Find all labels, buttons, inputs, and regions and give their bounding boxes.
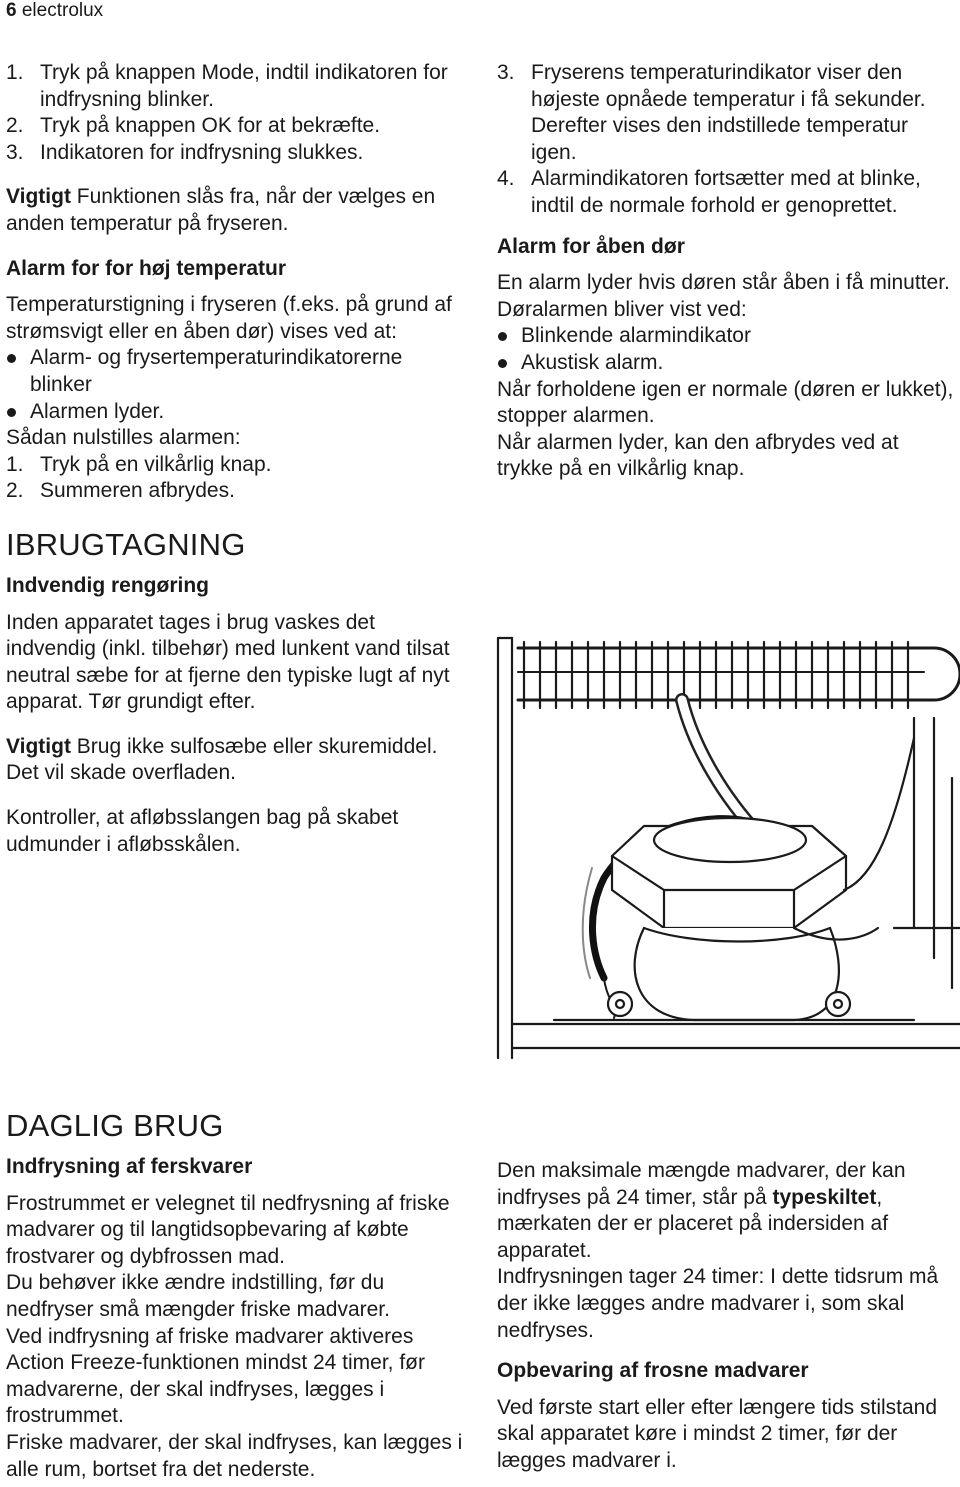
page-header: 6 electrolux bbox=[6, 0, 103, 22]
list-item: 2.Summeren afbrydes. bbox=[6, 479, 235, 503]
reset-intro: Sådan nulstilles alarmen: bbox=[6, 426, 241, 450]
step-text: Summeren afbrydes. bbox=[40, 479, 235, 503]
freeze-title: Indfrysning af ferskvarer bbox=[6, 1155, 253, 1178]
drain-check-text: Kontroller, at afløbsslangen bag på skab… bbox=[6, 806, 399, 856]
bullet-item: Alarmen lyder. bbox=[6, 399, 466, 426]
bullet-item: Alarm- og frysertemperaturindikatorerne … bbox=[6, 345, 466, 398]
right-column: 3.Fryserens temperaturindikator viser de… bbox=[497, 60, 957, 483]
step-text: Indikatoren for indfrysning slukkes. bbox=[40, 140, 364, 164]
freeze-paragraph: Friske madvarer, der skal indfryses, kan… bbox=[6, 1430, 463, 1481]
door-alarm-title: Alarm for åben dør bbox=[497, 234, 685, 258]
door-alarm-text: Når forholdene igen er normale (døren er… bbox=[497, 377, 954, 428]
list-item: 4.Alarmindikatoren fortsætter med at bli… bbox=[497, 167, 921, 217]
step-text: Fryserens temperaturindikator viser den … bbox=[531, 61, 926, 164]
store-text: Ved første start eller efter længere tid… bbox=[497, 1395, 938, 1472]
freeze-paragraph: Ved indfrysning af friske madvarer aktiv… bbox=[6, 1324, 426, 1428]
bullet-item: Blinkende alarmindikator bbox=[497, 323, 957, 350]
bullet-item: Akustisk alarm. bbox=[497, 350, 957, 377]
important-label: Vigtigt bbox=[6, 185, 71, 209]
step-text: Tryk på knappen Mode, indtil indikatoren… bbox=[40, 61, 448, 111]
list-item: 1.Tryk på knappen Mode, indtil indikator… bbox=[6, 61, 448, 111]
store-title: Opbevaring af frosne madvarer bbox=[497, 1359, 809, 1383]
alarm-high-title: Alarm for for høj temperatur bbox=[6, 256, 287, 280]
freeze-duration-paragraph: Indfrysningen tager 24 timer: I dette ti… bbox=[497, 1265, 939, 1342]
clean-title: Indvendig rengøring bbox=[6, 573, 209, 597]
list-item: 2.Tryk på knappen OK for at bekræfte. bbox=[6, 114, 381, 138]
list-item: 3.Indikatoren for indfrysning slukkes. bbox=[6, 140, 364, 164]
important-note: Vigtigt Brug ikke sulfosæbe eller skurem… bbox=[6, 734, 466, 787]
list-item: 1.Tryk på en vilkårlig knap. bbox=[6, 452, 272, 476]
list-item: 3.Fryserens temperaturindikator viser de… bbox=[497, 61, 926, 164]
left-column: 1.Tryk på knappen Mode, indtil indikator… bbox=[6, 60, 466, 858]
important-text: Brug ikke sulfosæbe eller skuremiddel. D… bbox=[6, 734, 438, 785]
door-alarm-text: Når alarmen lyder, kan den afbrydes ved … bbox=[497, 430, 899, 481]
section-title-daglig-brug: DAGLIG BRUG bbox=[6, 1108, 224, 1143]
bullet-text: Blinkende alarmindikator bbox=[521, 324, 751, 348]
daily-use-left: DAGLIG BRUG Indfrysning af ferskvarer Fr… bbox=[6, 1108, 476, 1483]
typeskilt-bold: typeskiltet bbox=[772, 1185, 877, 1209]
bullet-text: Akustisk alarm. bbox=[521, 350, 664, 374]
page-number: 6 bbox=[6, 0, 17, 21]
important-label: Vigtigt bbox=[6, 734, 71, 758]
important-note: Vigtigt Funktionen slås fra, når der væl… bbox=[6, 184, 466, 237]
alarm-high-intro: Temperaturstigning i fryseren (f.eks. på… bbox=[6, 293, 452, 343]
freeze-paragraph: Frostrummet er velegnet til nedfrysning … bbox=[6, 1191, 450, 1268]
step-text: Tryk på knappen OK for at bekræfte. bbox=[40, 114, 381, 138]
freeze-paragraph: Du behøver ikke ændre indstilling, før d… bbox=[6, 1271, 390, 1321]
bullet-text: Alarmen lyder. bbox=[30, 399, 165, 423]
door-alarm-intro: En alarm lyder hvis døren står åben i få… bbox=[497, 271, 950, 321]
compressor-drain-illustration bbox=[496, 636, 960, 1060]
important-text: Funktionen slås fra, når der vælges en a… bbox=[6, 185, 436, 235]
max-amount-text: Den maksimale mængde madvarer, der kan i… bbox=[497, 1159, 906, 1209]
max-amount-paragraph: Den maksimale mængde madvarer, der kan i… bbox=[497, 1158, 959, 1264]
max-amount-text: , mærkaten der er placeret på indersiden… bbox=[497, 1185, 889, 1262]
step-text: Alarmindikatoren fortsætter med at blink… bbox=[531, 167, 921, 217]
daily-use-right: Den maksimale mængde madvarer, der kan i… bbox=[497, 1158, 959, 1475]
bullet-text: Alarm- og frysertemperaturindikatorerne … bbox=[30, 346, 403, 396]
section-title-ibrugtagning: IBRUGTAGNING bbox=[6, 526, 246, 562]
brand-name: electrolux bbox=[21, 0, 104, 21]
step-text: Tryk på en vilkårlig knap. bbox=[40, 452, 272, 476]
clean-text: Inden apparatet tages i brug vaskes det … bbox=[6, 610, 450, 714]
